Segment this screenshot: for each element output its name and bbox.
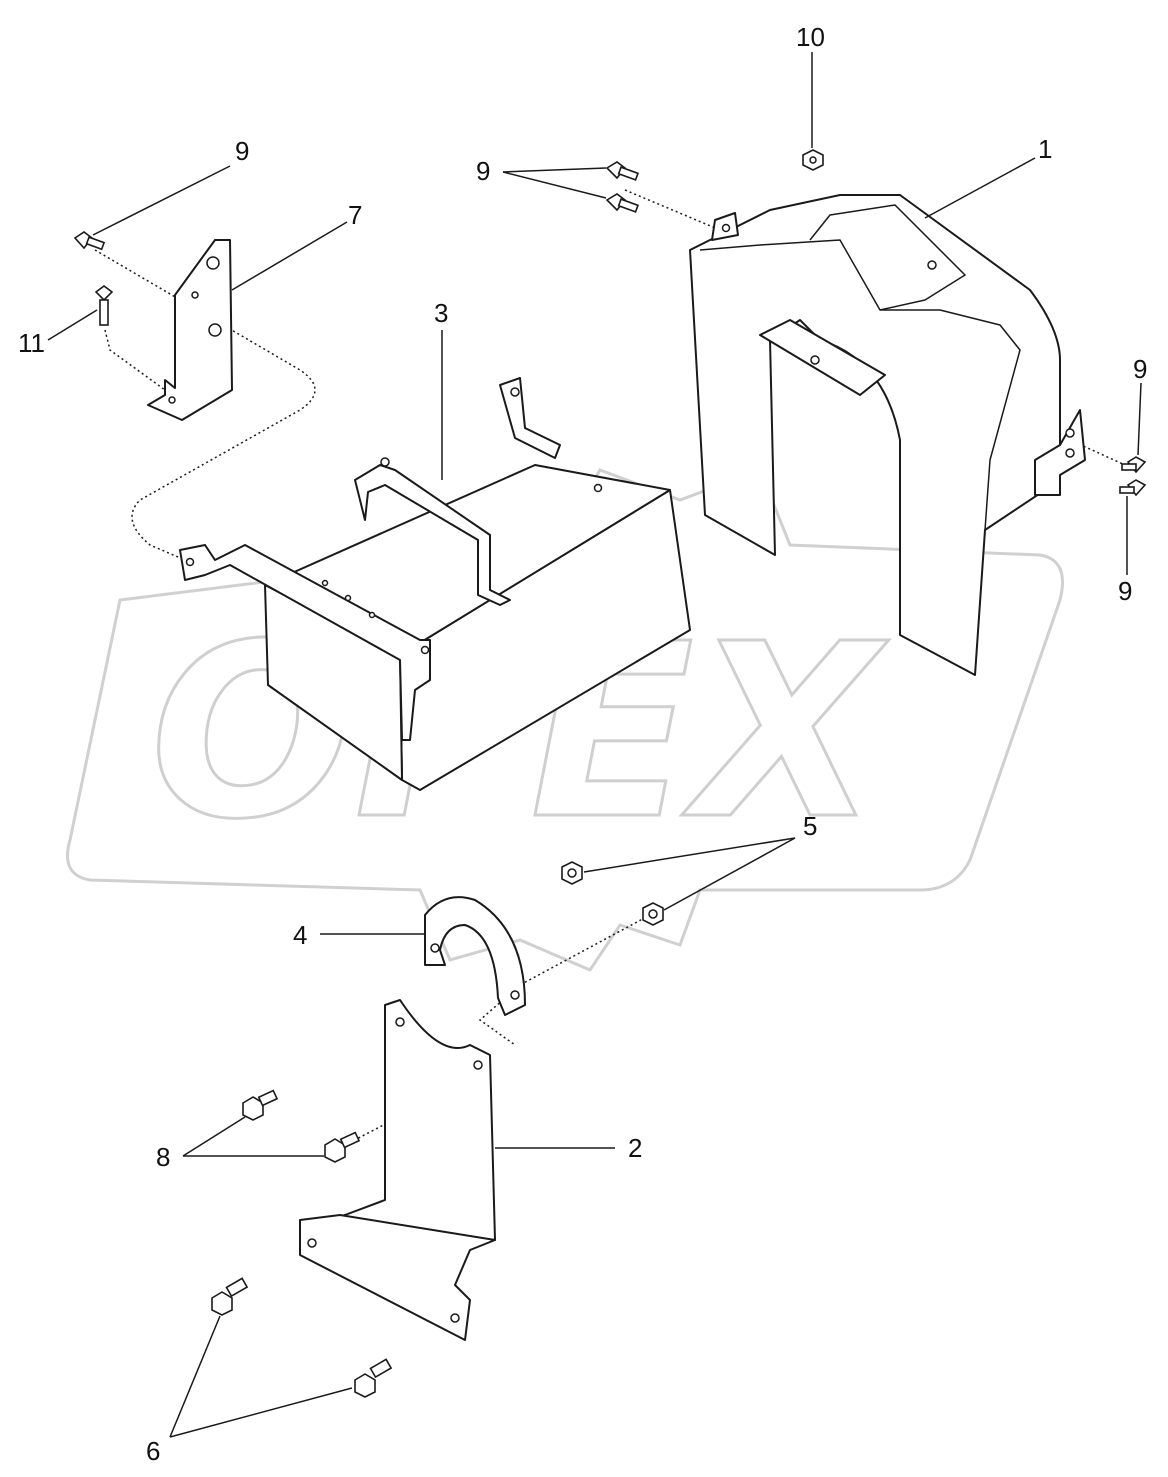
half-ring-body <box>424 896 526 1016</box>
callout-7: 7 <box>348 200 362 230</box>
tray-handle <box>354 464 511 606</box>
bolt-8-a-icon <box>242 1089 279 1121</box>
bracket-2-hole-1 <box>395 1017 405 1027</box>
half-ring-hole-1 <box>430 943 440 953</box>
callout-11: 11 <box>18 328 45 358</box>
leader-5-b <box>663 837 796 911</box>
nut-5-a-icon <box>561 861 583 885</box>
cover-fold-line <box>699 239 1021 531</box>
half-ring-hole-2 <box>510 990 520 1000</box>
leader-7 <box>231 221 348 291</box>
strap-hole-1 <box>185 557 195 567</box>
callout-2: 2 <box>628 1133 642 1163</box>
strap-hole-5 <box>368 611 376 619</box>
bracket-7-body <box>147 239 233 421</box>
callout-9-right-bottom: 9 <box>1118 576 1132 606</box>
handle-hole <box>380 457 390 467</box>
bracket-2-hole-4 <box>450 1313 460 1323</box>
assembly-line-9-to-cover-1 <box>624 189 721 231</box>
bracket-2-foot <box>299 1214 496 1341</box>
tray-rear-bracket <box>499 377 561 459</box>
bolt-9-center-b-icon <box>605 193 639 213</box>
callout-1: 1 <box>1038 134 1052 164</box>
cover-part-1 <box>689 194 1086 676</box>
callout-4: 4 <box>293 920 307 950</box>
bolt-11-icon <box>94 285 114 326</box>
leader-5-a <box>583 837 796 873</box>
callout-10: 10 <box>796 22 825 52</box>
bracket-2-upright <box>329 999 496 1241</box>
bolt-9-center-a-icon <box>605 161 639 181</box>
watermark-gear-outline <box>66 468 1064 972</box>
callout-8: 8 <box>156 1142 170 1172</box>
leader-9-right-top <box>1137 382 1142 456</box>
half-ring-part-4 <box>424 896 526 1016</box>
callout-6: 6 <box>146 1436 160 1466</box>
assembly-line-9-to-bracket-7 <box>94 249 316 561</box>
callout-3: 3 <box>434 298 448 328</box>
bracket-7-hole-1 <box>206 256 220 270</box>
bracket-7-hole-2 <box>191 291 199 299</box>
cover-top-tab-hole <box>721 223 731 233</box>
bolt-6-b-icon <box>354 1358 393 1398</box>
bolt-8-b-icon <box>324 1131 361 1163</box>
cover-inner-shelf <box>759 319 886 396</box>
callout-5: 5 <box>803 811 817 841</box>
bracket-part-7 <box>147 239 233 421</box>
leader-6-a <box>169 1315 221 1438</box>
cover-right-tab-hole-2 <box>1065 448 1075 458</box>
assembly-line-11 <box>104 329 166 391</box>
strap-hole-2 <box>420 645 430 655</box>
leader-9-center-a <box>502 167 607 173</box>
cover-top-stud <box>927 260 937 270</box>
bolt-9-right-bottom-icon <box>1119 479 1147 497</box>
bolt-6-a-icon <box>211 1277 249 1316</box>
leader-9-center-b <box>502 171 607 199</box>
tray-top-hole <box>593 483 603 493</box>
bolt-9-left-icon <box>73 231 106 251</box>
bracket-7-hole-4 <box>168 396 176 404</box>
callout-9-right-top: 9 <box>1133 354 1147 384</box>
bracket-2-hole-2 <box>473 1060 483 1070</box>
strap-hole-3 <box>321 579 329 587</box>
cover-stud <box>810 355 820 365</box>
callout-9-top-center: 9 <box>476 156 490 186</box>
fasteners <box>73 149 1147 1398</box>
cover-top-panel <box>809 204 966 311</box>
strap-hole-4 <box>344 594 352 602</box>
bolt-9-right-top-icon <box>1121 456 1147 474</box>
leader-1 <box>924 157 1036 219</box>
bracket-7-hole-3 <box>208 323 222 337</box>
leader-11 <box>47 309 98 341</box>
leader-6-b <box>169 1387 353 1438</box>
tray-front-strap <box>179 544 431 741</box>
callout-labels: 1 10 9 9 7 11 3 9 9 5 4 2 8 6 <box>18 22 1147 1466</box>
tray-part-3 <box>179 377 691 791</box>
cover-right-tab-hole-1 <box>1065 428 1075 438</box>
nut-5-b-icon <box>642 902 664 926</box>
leader-9-left <box>92 165 231 236</box>
bracket-2-hole-3 <box>307 1238 317 1248</box>
rear-bracket-hole <box>510 387 520 397</box>
leader-lines <box>47 52 1142 1438</box>
bracket-part-2 <box>299 999 496 1341</box>
leader-8-a <box>182 1116 246 1157</box>
callout-9-top-left: 9 <box>235 136 249 166</box>
